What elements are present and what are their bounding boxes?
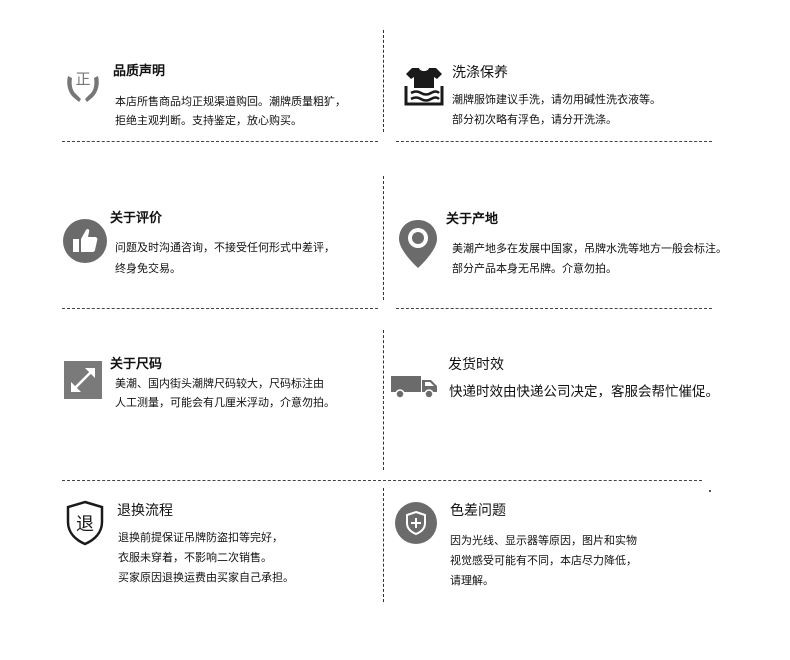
return-shield-icon: 退 [64,500,106,546]
origin-title: 关于产地 [446,212,499,227]
zheng-hands-icon: 正 [63,66,103,106]
quality-line-2: 拒绝主观判断。支持鉴定，放心购买。 [115,114,302,127]
thumbs-up-icon [62,218,108,264]
horizontal-divider-1-right [396,141,712,142]
location-pin-icon [397,218,439,270]
color-title: 色差问题 [450,503,506,519]
svg-text:正: 正 [75,70,90,88]
returns-line-1: 退换前提保证吊牌防盗扣等完好， [118,531,283,544]
delivery-truck-icon [391,374,439,400]
shipping-title: 发货时效 [448,357,504,373]
shipping-line-1: 快递时效由快递公司决定，客服会帮忙催促。 [449,384,719,400]
washing-line-1: 潮牌服饰建议手洗，请勿用碱性洗衣液等。 [452,93,661,106]
horizontal-divider-1-left [62,141,378,142]
review-title: 关于评价 [110,211,163,226]
tshirt-wash-icon [404,66,444,108]
origin-line-1: 美潮产地多在发展中国家，吊牌水洗等地方一般会标注。 [452,242,727,255]
color-line-1: 因为光线、显示器等原因，图片和实物 [450,534,637,547]
shield-plus-icon [394,501,438,545]
color-line-3: 请理解。 [450,574,494,587]
review-line-1: 问题及时沟通咨询，不接受任何形式中差评， [115,241,335,254]
returns-line-2: 衣服未穿着，不影响二次销售。 [118,551,272,564]
review-line-2: 终身免交易。 [115,262,181,275]
vertical-divider-3 [383,330,384,470]
svg-text:退: 退 [76,514,94,535]
color-line-2: 视觉感受可能有不同，本店尽力降低， [450,554,637,567]
returns-line-3: 买家原因退换运费由买家自己承担。 [118,571,294,584]
vertical-divider-1 [383,30,384,132]
washing-line-2: 部分初次略有浮色，请分开洗涤。 [452,113,617,126]
divider-dot [709,490,711,492]
horizontal-divider-3 [62,480,702,481]
horizontal-divider-2-left [62,308,378,309]
size-line-1: 美潮、国内街头潮牌尺码较大，尺码标注由 [115,377,324,390]
size-title: 关于尺码 [110,357,163,372]
horizontal-divider-2-right [396,308,712,309]
size-line-2: 人工测量，可能会有几厘米浮动，介意勿拍。 [115,396,335,409]
origin-line-2: 部分产品本身无吊牌。介意勿拍。 [452,262,617,275]
vertical-divider-2 [383,176,384,300]
returns-title: 退换流程 [117,503,173,519]
quality-line-1: 本店所售商品均正规渠道购回。潮牌质量粗犷， [115,95,346,108]
quality-title: 品质声明 [113,64,166,79]
resize-arrow-icon [64,361,102,399]
vertical-divider-4 [383,488,384,602]
washing-title: 洗涤保养 [452,65,508,81]
